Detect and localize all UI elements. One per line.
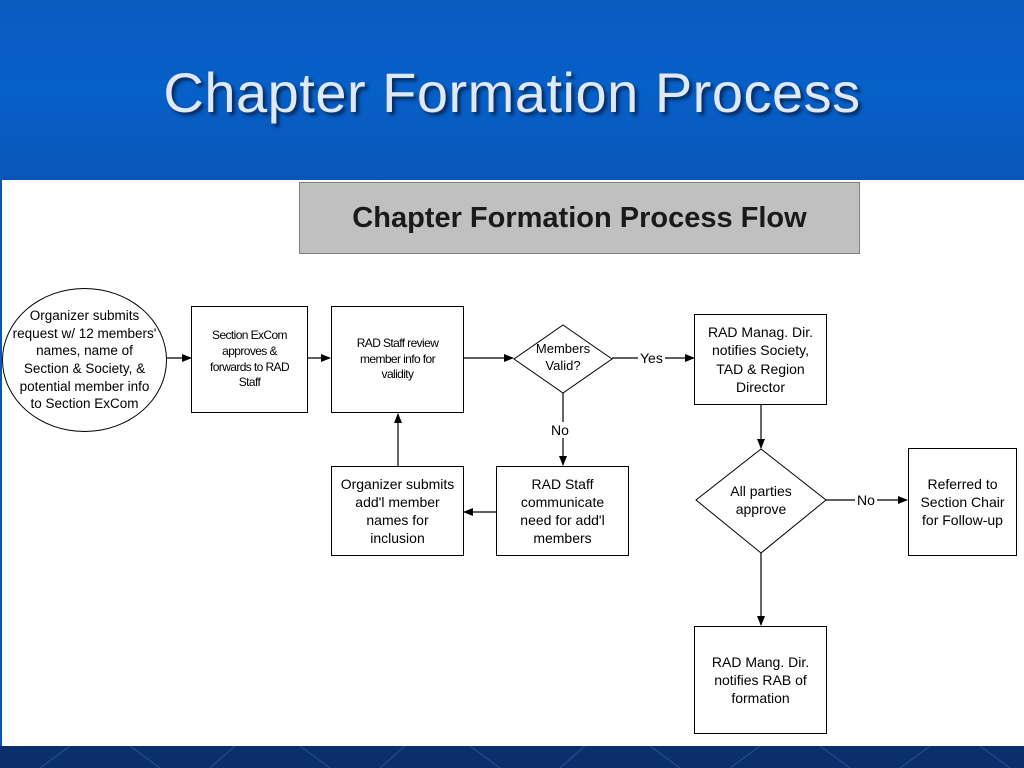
- node-organizer-submits-additional: Organizer submits add'l member names for…: [331, 466, 464, 556]
- node-rad-manag-dir-notifies: RAD Manag. Dir. notifies Society, TAD & …: [694, 314, 827, 405]
- edge-label-yes: Yes: [638, 350, 665, 366]
- bottom-decorative-band: [0, 746, 1024, 768]
- title-band: Chapter Formation Process: [0, 0, 1024, 180]
- node-members-valid: Members Valid?: [535, 341, 591, 373]
- node-rad-staff-communicate: RAD Staff communicate need for add'l mem…: [496, 466, 629, 556]
- edge-label-no-approve: No: [855, 492, 877, 508]
- slide-title: Chapter Formation Process: [163, 61, 861, 124]
- node-all-parties-approve: All parties approve: [730, 482, 792, 517]
- node-section-excom-approves: Section ExCom approves & forwards to RAD…: [191, 306, 308, 413]
- edge-label-no-members: No: [549, 422, 571, 438]
- flowchart-connectors: [166, 324, 908, 626]
- node-rad-staff-review: RAD Staff review member info for validit…: [331, 306, 464, 413]
- node-referred-to-section-chair: Referred to Section Chair for Follow-up: [908, 448, 1017, 556]
- node-organizer-submits-request: Organizer submits request w/ 12 members'…: [2, 288, 167, 432]
- node-rad-mang-dir-notifies-rab: RAD Mang. Dir. notifies RAB of formation: [694, 626, 827, 734]
- slide-content: [0, 180, 1024, 746]
- flowchart-header: Chapter Formation Process Flow: [299, 182, 860, 254]
- bottom-band-pattern: [39, 746, 1011, 768]
